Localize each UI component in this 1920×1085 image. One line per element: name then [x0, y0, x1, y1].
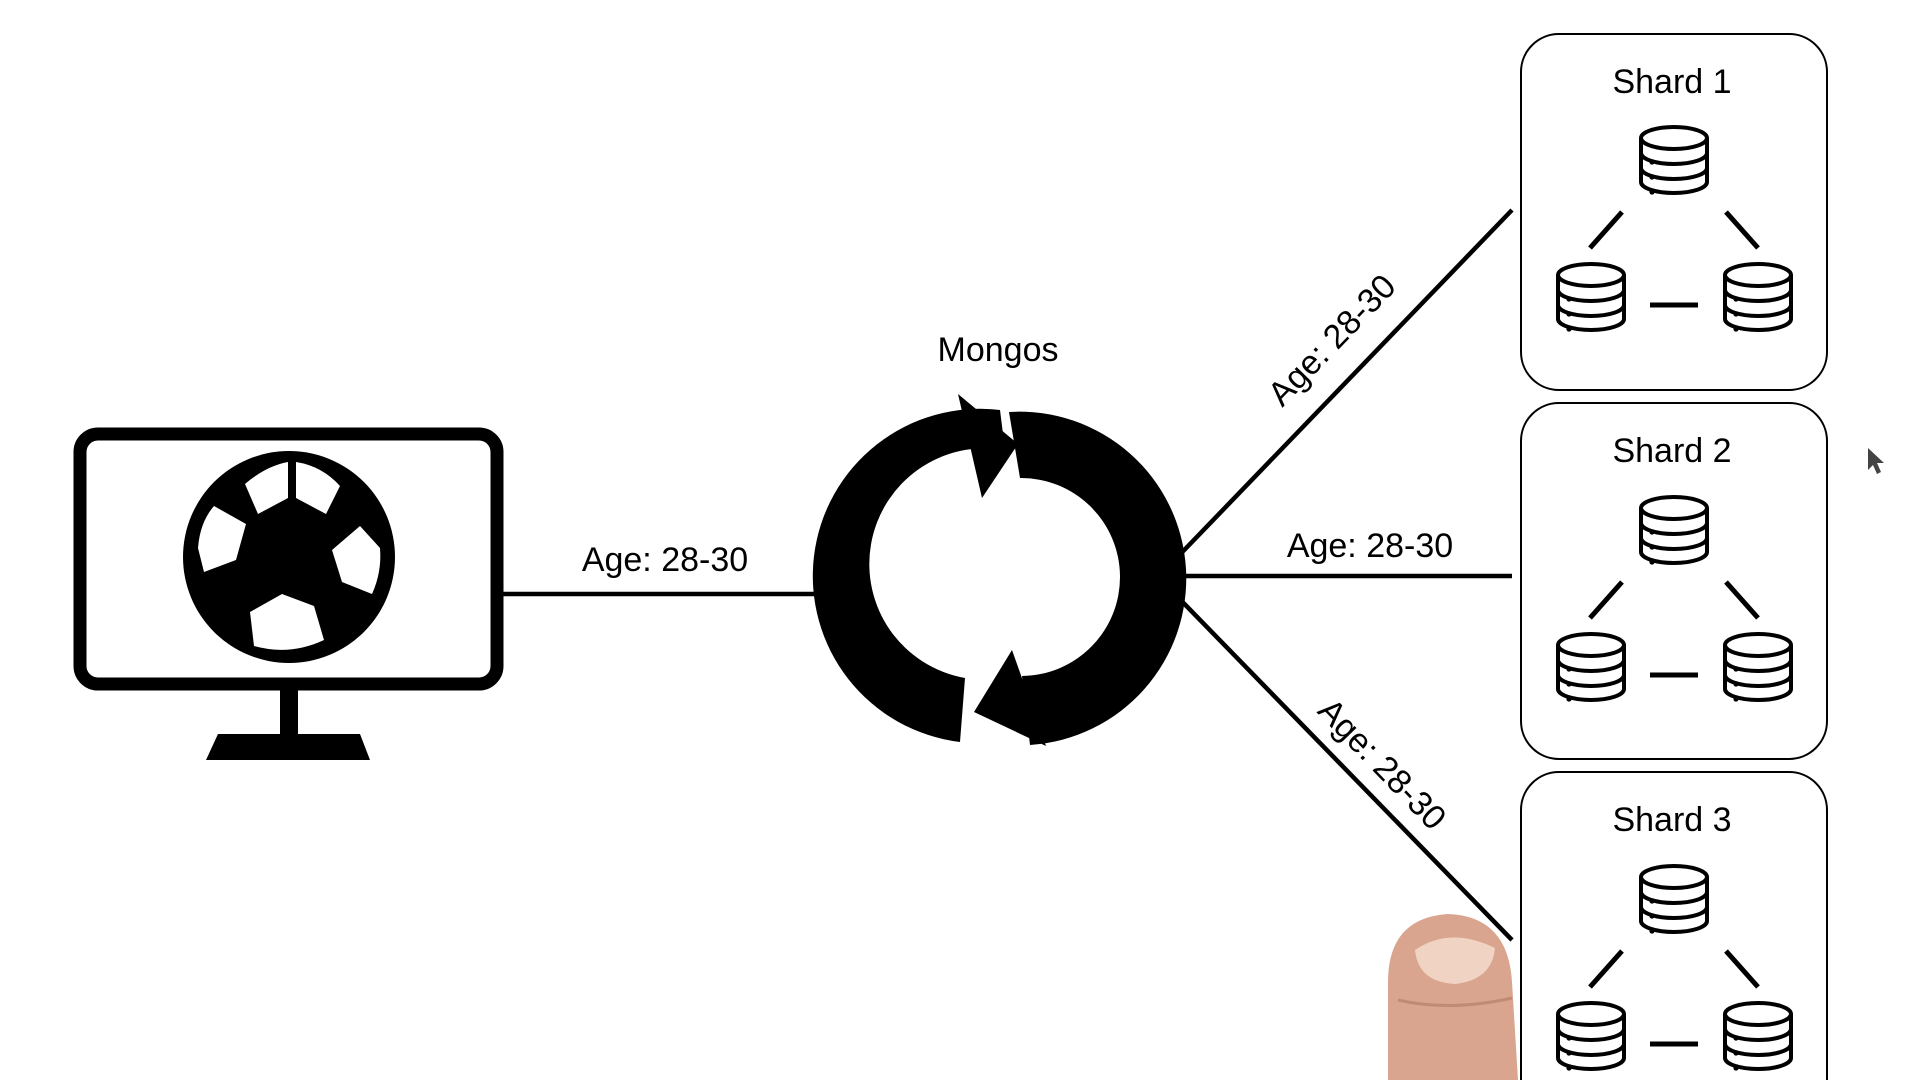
replica-set-icon — [1556, 495, 1793, 704]
shard-2-box: Shard 2 — [1520, 402, 1828, 760]
shard1-connector-line — [1163, 208, 1514, 572]
shard-2-title: Shard 2 — [1612, 432, 1731, 470]
shard-3-title: Shard 3 — [1612, 801, 1731, 839]
finger-pointer — [1388, 914, 1518, 1080]
shard-1-box: Shard 1 — [1520, 33, 1828, 391]
sync-arrows-icon — [812, 394, 1187, 746]
replica-set-icon — [1556, 864, 1793, 1073]
replica-set-icon — [1556, 125, 1793, 334]
shard-3-box: Shard 3 — [1520, 771, 1828, 1085]
router-label: Mongos — [938, 331, 1059, 369]
monitor-soccer-icon — [73, 427, 504, 760]
mouse-cursor-icon — [1868, 448, 1884, 474]
shard3-connector-line — [1163, 582, 1514, 942]
client-link-label: Age: 28-30 — [582, 541, 748, 579]
shard1-link-label: Age: 28-30 — [1261, 267, 1404, 413]
shard2-link-label: Age: 28-30 — [1287, 527, 1453, 565]
soccer-ball-icon — [183, 451, 395, 663]
shard-1-title: Shard 1 — [1612, 63, 1731, 101]
shard3-link-label: Age: 28-30 — [1310, 691, 1453, 837]
